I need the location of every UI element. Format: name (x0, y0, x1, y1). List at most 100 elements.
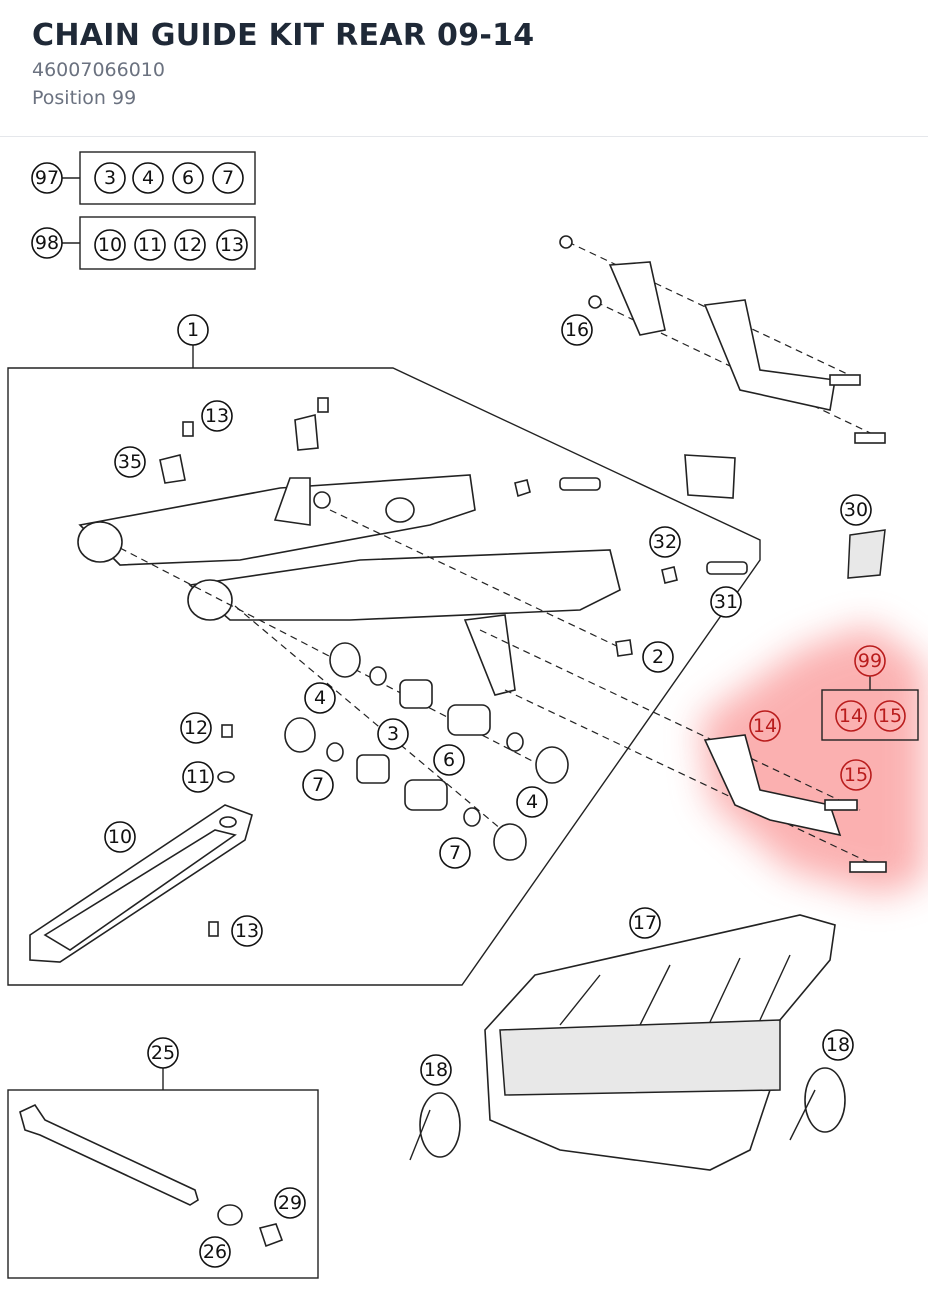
callout-c18b[interactable]: 18 (822, 1029, 854, 1061)
callout-c3[interactable]: 3 (377, 718, 409, 750)
callout-g98_4[interactable]: 13 (216, 229, 248, 261)
highlight-area (700, 625, 925, 895)
callout-c10[interactable]: 10 (104, 821, 136, 853)
callout-c11[interactable]: 11 (182, 761, 214, 793)
callout-c31[interactable]: 31 (710, 586, 742, 618)
callout-circle (420, 1054, 452, 1086)
callout-c2[interactable]: 2 (642, 641, 674, 673)
cable-ties (409, 1067, 846, 1161)
callout-c25[interactable]: 25 (147, 1037, 179, 1069)
callout-number: 97 (35, 167, 59, 189)
callout-circle (302, 769, 334, 801)
callout-c97[interactable]: 97 (31, 162, 63, 194)
callout-c35[interactable]: 35 (114, 446, 146, 478)
callout-g98_3[interactable]: 12 (174, 229, 206, 261)
callout-circle (174, 229, 206, 261)
callout-c4b[interactable]: 4 (516, 786, 548, 818)
callout-circle (114, 446, 146, 478)
callout-c15[interactable]: 15 (840, 759, 872, 791)
callout-c4a[interactable]: 4 (304, 682, 336, 714)
callout-c16[interactable]: 16 (561, 314, 593, 346)
callout-number: 29 (278, 1192, 302, 1214)
callout-circle (104, 821, 136, 853)
callout-number: 4 (526, 791, 538, 813)
callout-c6[interactable]: 6 (433, 744, 465, 776)
callout-number: 13 (205, 405, 229, 427)
callout-circle (710, 586, 742, 618)
callout-c13b[interactable]: 13 (231, 915, 263, 947)
callout-circle (749, 710, 781, 742)
callout-g99_1[interactable]: 14 (835, 700, 867, 732)
chain-guard (484, 914, 836, 1171)
callout-c32[interactable]: 32 (649, 526, 681, 558)
swingarm-part (77, 474, 621, 696)
callout-number: 7 (312, 774, 324, 796)
callout-circle (377, 718, 409, 750)
callout-number: 7 (222, 167, 234, 189)
callout-circle (31, 227, 63, 259)
callout-g97_4[interactable]: 7 (212, 162, 244, 194)
callout-c7a[interactable]: 7 (302, 769, 334, 801)
callout-number: 10 (98, 234, 122, 256)
callout-number: 99 (858, 650, 882, 672)
callout-c18a[interactable]: 18 (420, 1054, 452, 1086)
callout-c7b[interactable]: 7 (439, 837, 471, 869)
callout-number: 11 (186, 766, 210, 788)
callout-circle (835, 700, 867, 732)
callout-circle (94, 162, 126, 194)
callout-circle (172, 162, 204, 194)
callout-g97_1[interactable]: 3 (94, 162, 126, 194)
page-header: CHAIN GUIDE KIT REAR 09-14 46007066010 P… (0, 0, 928, 137)
callout-g97_2[interactable]: 4 (132, 162, 164, 194)
callout-number: 4 (314, 687, 326, 709)
callout-number: 14 (753, 715, 777, 737)
callout-circle (94, 229, 126, 261)
callout-circle (177, 314, 209, 346)
callout-circle (854, 645, 886, 677)
callout-c14[interactable]: 14 (749, 710, 781, 742)
callout-number: 14 (839, 705, 863, 727)
callout-number: 12 (178, 234, 202, 256)
callout-number: 4 (142, 167, 154, 189)
callout-c26[interactable]: 26 (199, 1236, 231, 1268)
callout-number: 6 (182, 167, 194, 189)
page-title: CHAIN GUIDE KIT REAR 09-14 (32, 18, 535, 53)
callout-circle (180, 712, 212, 744)
callout-number: 10 (108, 826, 132, 848)
callout-g98_2[interactable]: 11 (134, 229, 166, 261)
callout-circle (840, 494, 872, 526)
swingarm-axle (19, 1103, 284, 1248)
callout-c29[interactable]: 29 (274, 1187, 306, 1219)
callout-number: 12 (184, 717, 208, 739)
callout-g97_3[interactable]: 6 (172, 162, 204, 194)
callout-number: 35 (118, 451, 142, 473)
callout-number: 18 (826, 1034, 850, 1056)
bearing-parts (284, 642, 569, 861)
callout-c98[interactable]: 98 (31, 227, 63, 259)
callout-number: 2 (652, 646, 664, 668)
chain-slider (29, 804, 253, 963)
callout-c1[interactable]: 1 (177, 314, 209, 346)
callout-c30[interactable]: 30 (840, 494, 872, 526)
callout-number: 32 (653, 531, 677, 553)
callout-circle (629, 907, 661, 939)
callout-circle (433, 744, 465, 776)
callout-g99_2[interactable]: 15 (874, 700, 906, 732)
callout-c13a[interactable]: 13 (201, 400, 233, 432)
callout-circle (840, 759, 872, 791)
callout-circle (231, 915, 263, 947)
callout-g98_1[interactable]: 10 (94, 229, 126, 261)
callout-number: 98 (35, 232, 59, 254)
callout-number: 18 (424, 1059, 448, 1081)
callout-circle (274, 1187, 306, 1219)
callout-number: 11 (138, 234, 162, 256)
swingarm-frame (7, 367, 761, 986)
callout-c12[interactable]: 12 (180, 712, 212, 744)
callout-c17[interactable]: 17 (629, 907, 661, 939)
callout-circle (199, 1236, 231, 1268)
callout-circle (516, 786, 548, 818)
callout-c99[interactable]: 99 (854, 645, 886, 677)
callout-number: 6 (443, 749, 455, 771)
part-number: 46007066010 (32, 59, 165, 81)
callout-number: 1 (187, 319, 199, 341)
